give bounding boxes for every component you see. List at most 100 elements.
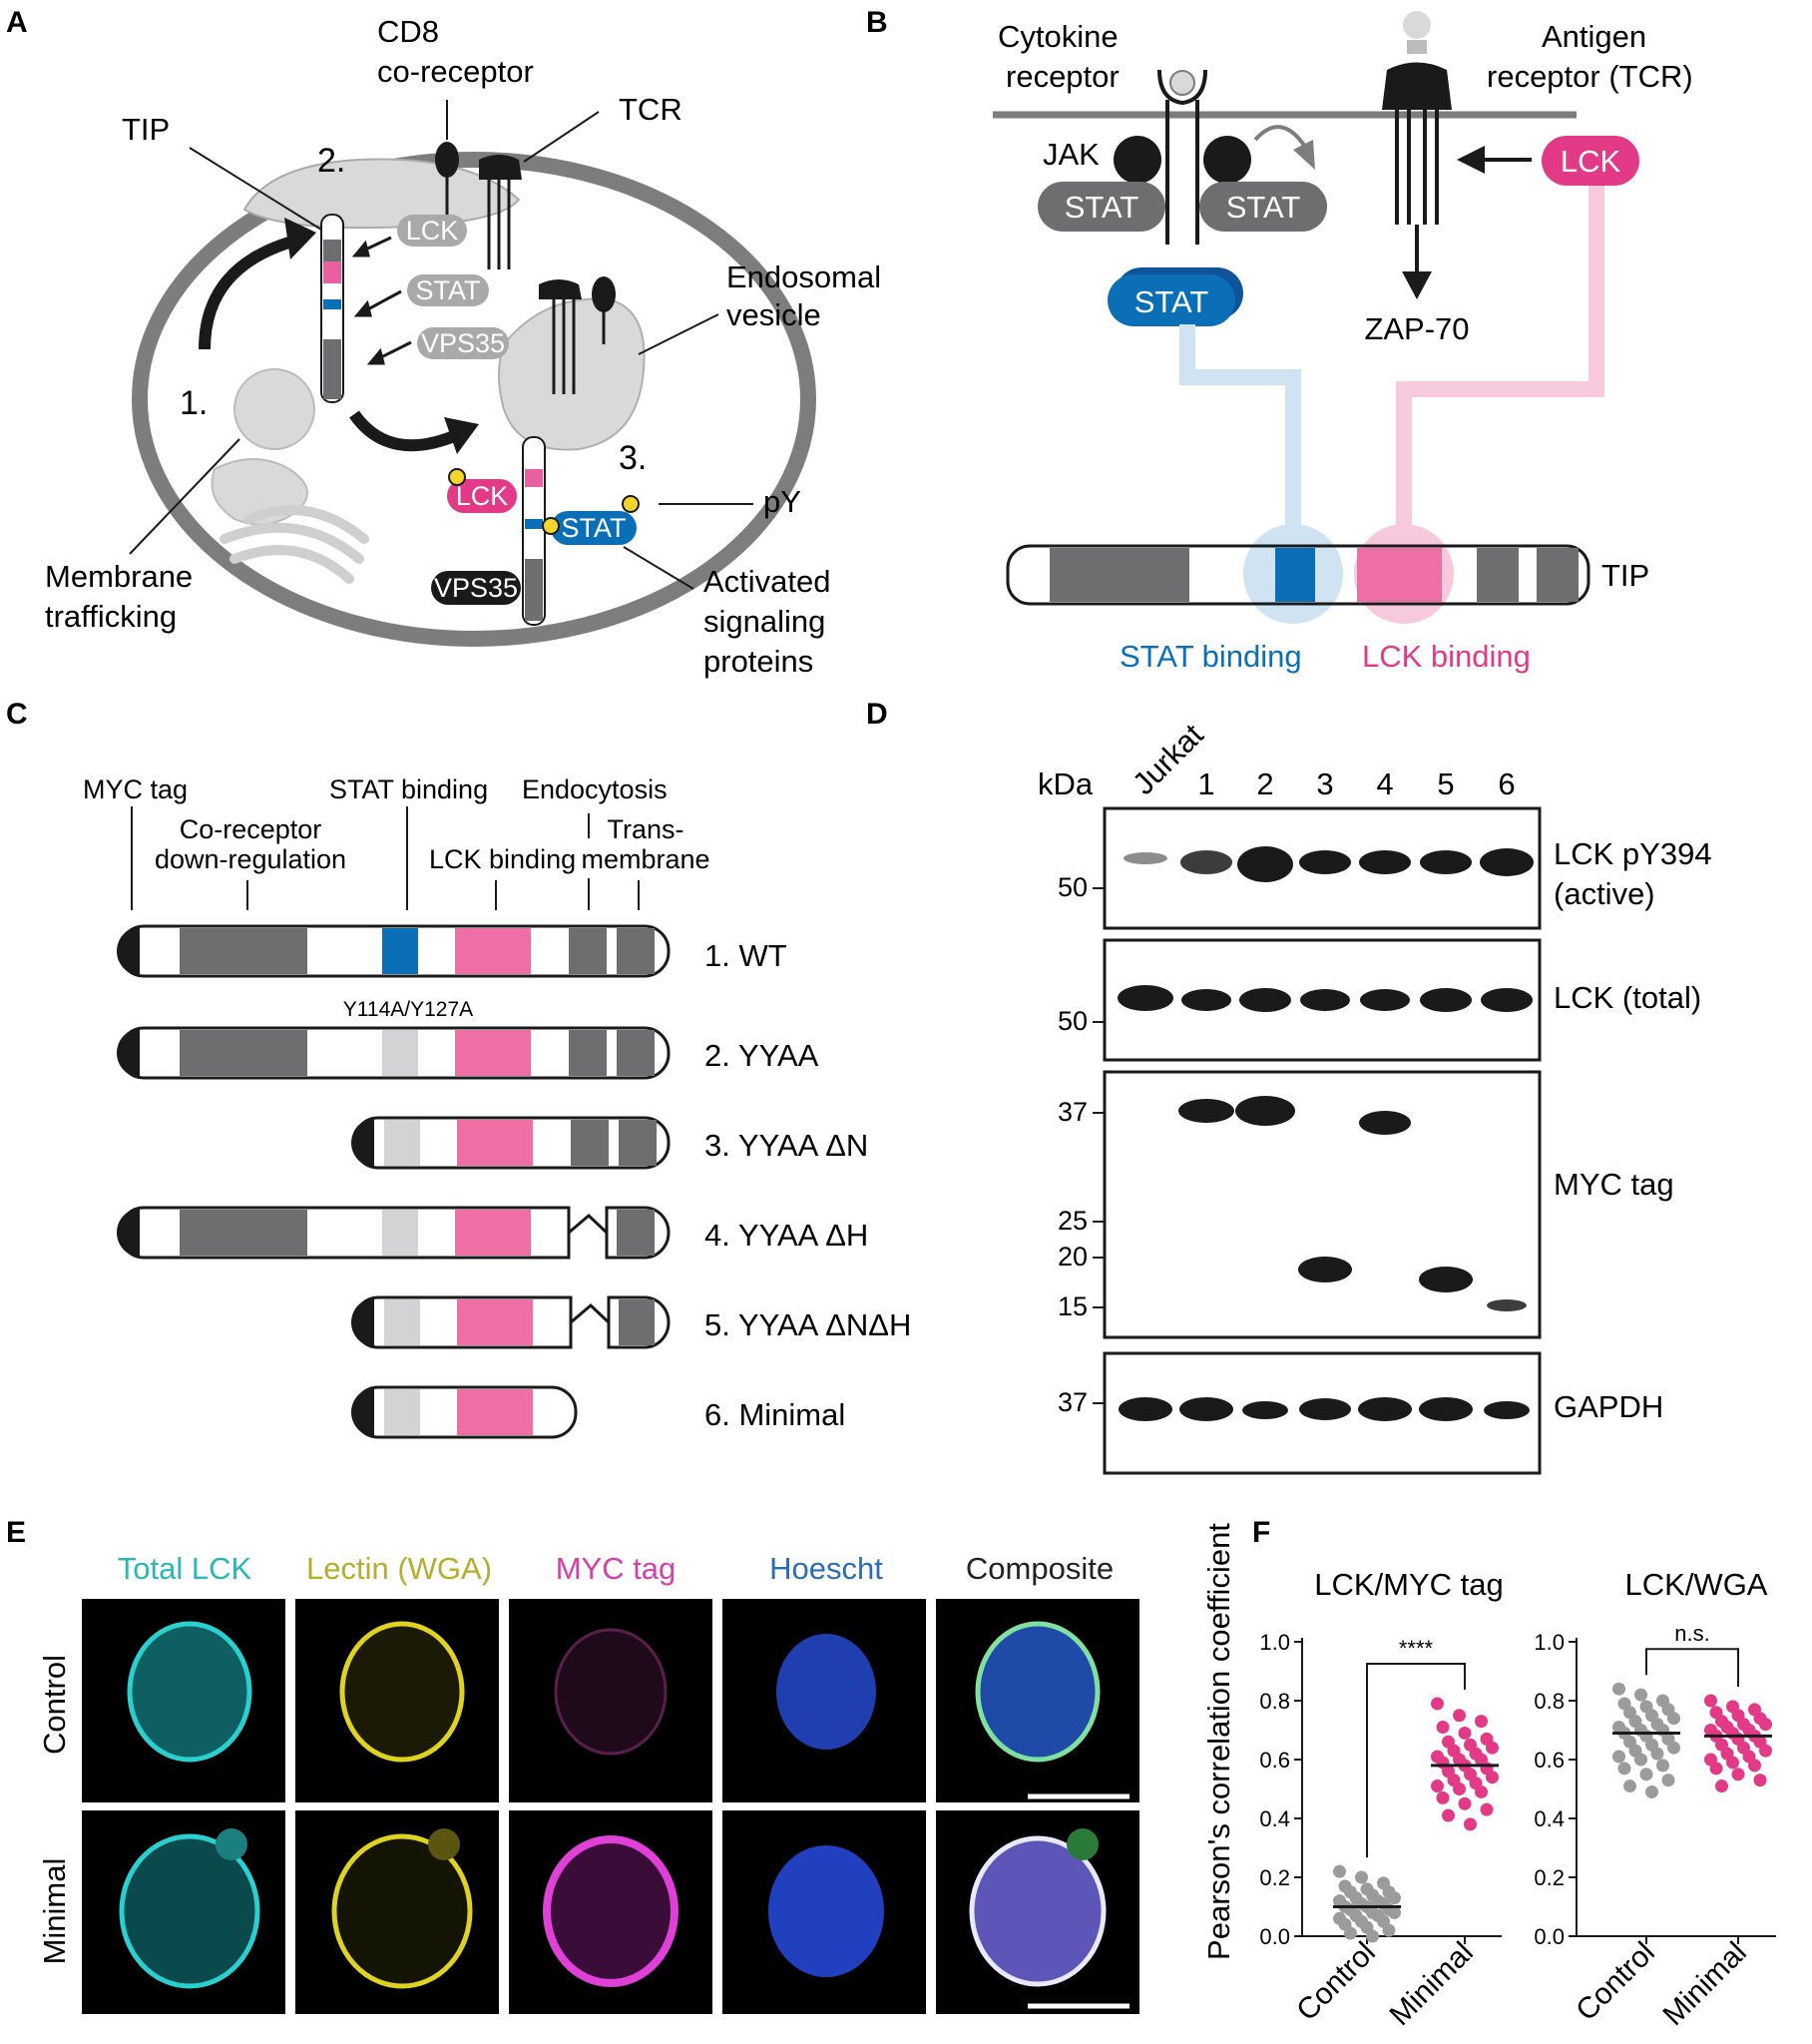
label-tip: TIP [122, 112, 170, 147]
data-point [1667, 1741, 1680, 1755]
construct-yyaa-dndh [351, 1295, 671, 1349]
band [1299, 850, 1351, 874]
svg-text:VPS35: VPS35 [434, 573, 518, 603]
y-tick-label: 1.0 [1534, 1630, 1565, 1655]
label-step-3: 3. [619, 439, 647, 477]
channel-title: Lectin (WGA) [306, 1551, 492, 1586]
data-point [1759, 1744, 1772, 1758]
cell-hoechst-control [776, 1634, 876, 1750]
channel-title: MYC tag [556, 1551, 677, 1586]
band [1178, 1099, 1234, 1123]
label-transmembrane: Trans-membrane [581, 814, 709, 874]
data-point [1442, 1808, 1455, 1822]
data-point [1656, 1759, 1669, 1773]
stat-active [1108, 274, 1235, 326]
label-c-lck-binding: LCK binding [429, 844, 576, 874]
data-point [1453, 1783, 1466, 1795]
cell-wga-minimal [331, 1833, 473, 1989]
cell-bleb [428, 1828, 460, 1860]
pill-lck-gray [397, 215, 467, 247]
construct-name: 3. YYAA ΔN [704, 1128, 868, 1163]
construct-name: 4. YYAA ΔH [704, 1218, 868, 1253]
cell-bleb [216, 1828, 247, 1860]
band [1237, 846, 1293, 882]
data-point [1612, 1682, 1625, 1696]
band [1484, 1401, 1530, 1419]
jak-left [1114, 136, 1161, 184]
band [1481, 988, 1533, 1012]
construct-yyaa-dh [117, 1206, 671, 1260]
kda-marker: 37 [1058, 1387, 1088, 1417]
data-point [1475, 1715, 1488, 1729]
svg-text:VPS35: VPS35 [421, 328, 505, 358]
label-jak: JAK [1043, 137, 1100, 172]
cell-composite-control [975, 1621, 1101, 1763]
row-label: Minimal [37, 1858, 72, 1965]
band [1181, 989, 1231, 1011]
label-tip-b: TIP [1601, 558, 1649, 593]
kda-marker: 15 [1058, 1291, 1088, 1321]
data-point [1458, 1796, 1472, 1810]
chart-title: LCK/MYC tag [1314, 1567, 1504, 1602]
cell-lck-minimal [119, 1833, 260, 1989]
significance-bracket [1366, 1662, 1466, 1858]
data-point [1715, 1780, 1728, 1793]
data-point [1709, 1762, 1723, 1776]
construct-names: 1. WT 2. YYAA 3. YYAA ΔN 4. YYAA ΔH 5. Y… [704, 938, 911, 1432]
construct-yyaa [117, 1026, 671, 1080]
significance-bracket [1645, 1648, 1739, 1687]
panel-e: E Total LCK Lectin (WGA) MYC tag Hoescht… [6, 1516, 1139, 2014]
jak-right [1203, 136, 1251, 184]
cell-bleb [1067, 1828, 1099, 1860]
construct-name: 5. YYAA ΔNΔH [704, 1307, 911, 1342]
panel-letter-e: E [6, 1516, 26, 1549]
chart-title: LCK/WGA [1625, 1567, 1768, 1602]
y-tick-label: 0.6 [1534, 1748, 1565, 1773]
y-tick-label: 0.0 [1259, 1924, 1290, 1949]
data-point [1617, 1762, 1631, 1776]
construct-name: 1. WT [704, 938, 787, 973]
x-tick-label: Control [1290, 1936, 1382, 2028]
y-tick-label: 0.8 [1534, 1689, 1565, 1714]
significance-label: n.s. [1674, 1621, 1709, 1646]
label-lck-binding: LCK binding [1362, 639, 1531, 674]
channel-title: Hoescht [769, 1551, 883, 1586]
pill-vps35-active [431, 571, 521, 605]
pill-lck-active [447, 479, 517, 513]
data-point [1382, 1923, 1396, 1937]
data-point [1634, 1688, 1647, 1702]
band [1124, 852, 1167, 864]
data-point [1748, 1759, 1761, 1773]
data-point [1759, 1718, 1772, 1732]
data-point [1731, 1768, 1745, 1782]
vesicle-tcr-head [539, 279, 582, 299]
panel-letter-c: C [6, 698, 28, 731]
data-point [1645, 1785, 1658, 1798]
data-point [1634, 1753, 1647, 1767]
data-point [1661, 1774, 1675, 1788]
svg-text:STAT: STAT [1226, 190, 1301, 225]
band [1359, 1111, 1411, 1135]
kda-marker: 37 [1058, 1097, 1088, 1127]
band [1242, 1401, 1288, 1419]
band [1299, 1398, 1351, 1420]
endosomal-vesicle [498, 297, 646, 451]
band [1487, 1299, 1527, 1311]
y-tick-label: 0.6 [1259, 1748, 1290, 1773]
band [1480, 848, 1534, 876]
lck-connector [1396, 186, 1604, 539]
cytokine-receptor [1165, 100, 1199, 245]
kda-marker: 25 [1058, 1206, 1088, 1236]
label-step-2: 2. [317, 142, 345, 180]
data-point [1388, 1905, 1401, 1919]
data-point [1388, 1891, 1401, 1905]
svg-text:LCK: LCK [1561, 144, 1621, 179]
phospho-dot [448, 468, 466, 486]
x-tick-label: Minimal [1384, 1936, 1480, 2032]
band [1180, 850, 1232, 874]
y-tick-label: 0.2 [1534, 1865, 1565, 1890]
